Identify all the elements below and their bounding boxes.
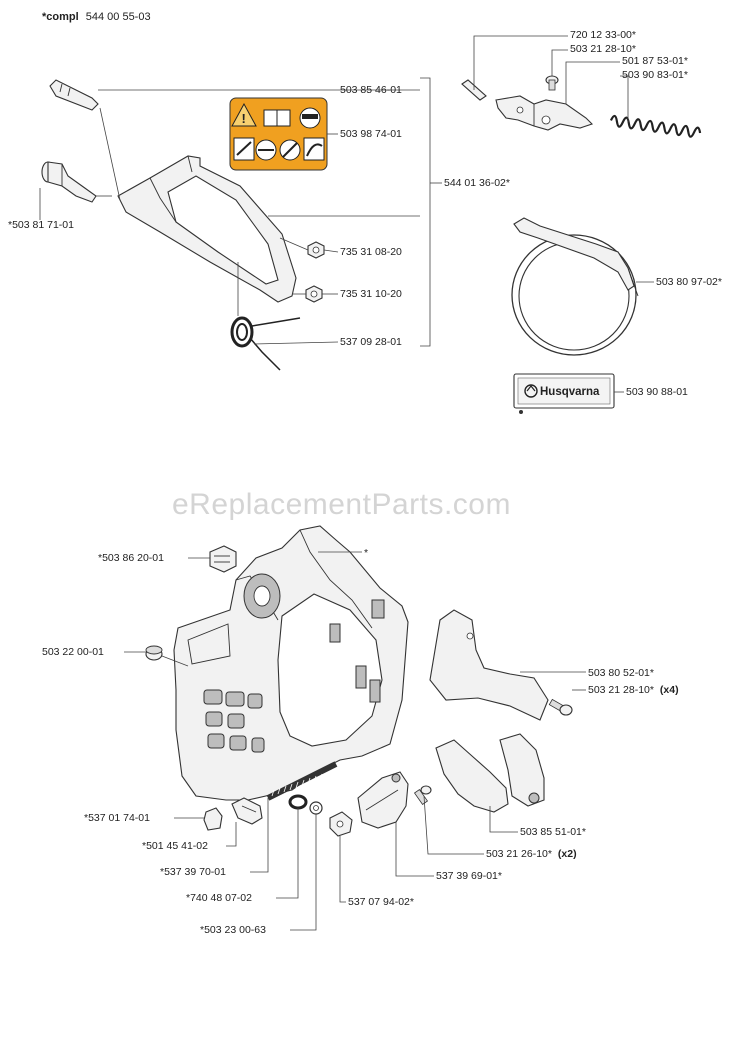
label-537-39-69-01: 537 39 69-01* xyxy=(436,870,502,882)
torsion-spring xyxy=(230,316,301,371)
label-503-86-20-01: *503 86 20-01 xyxy=(98,552,164,564)
label-503-21-28-10-b: 503 21 28-10* xyxy=(588,684,654,696)
label-503-81-71-01: *503 81 71-01 xyxy=(8,219,74,231)
tensioner-screw xyxy=(266,761,341,801)
label-503-85-46-01: 503 85 46-01 xyxy=(340,84,402,96)
bolt-x4 xyxy=(548,698,573,716)
label-qty-x2: (x2) xyxy=(558,848,577,860)
label-537-07-94-02: 537 07 94-02* xyxy=(348,896,414,908)
nut-735-31-08-20 xyxy=(307,241,325,259)
grommet-part xyxy=(145,645,163,661)
label-501-45-41-02: *501 45 41-02 xyxy=(142,840,208,852)
label-503-23-00-63: *503 23 00-63 xyxy=(200,924,266,936)
tensioner-block xyxy=(357,771,409,829)
label-503-90-83-01: 503 90 83-01* xyxy=(622,69,688,81)
chain-guard-plate xyxy=(435,733,545,813)
label-735-31-10-20: 735 31 10-20 xyxy=(340,288,402,300)
clutch-cover-housing xyxy=(173,525,409,801)
brake-link xyxy=(495,95,594,131)
warning-triangle-icon xyxy=(231,102,257,127)
clutch-cover-group: *503 86 20-01 * 503 22 00-01 503 80 52-0… xyxy=(42,525,679,936)
svg-text:*compl 544 00 55-03: *compl 544 00 55-03 xyxy=(42,11,151,23)
label-537-01-74-01: *537 01 74-01 xyxy=(84,812,150,824)
label-503-90-88-01: 503 90 88-01 xyxy=(626,386,688,398)
screw-part xyxy=(545,75,559,91)
svg-text:503 21 26-10* (x2): 503 21 26-10* (x2) xyxy=(486,848,577,860)
svg-text:!: ! xyxy=(242,111,246,126)
husqvarna-decal: Husqvarna xyxy=(513,373,615,414)
chain-brake-handle xyxy=(117,155,297,303)
label-537-09-28-01: 537 09 28-01 xyxy=(340,336,402,348)
bushing-part xyxy=(41,161,97,203)
brake-linkage-group: 720 12 33-00* 503 21 28-10* 501 87 53-01… xyxy=(461,29,722,414)
label-503-21-28-10-a: 503 21 28-10* xyxy=(570,43,636,55)
label-735-31-08-20: 735 31 08-20 xyxy=(340,246,402,258)
chain-brake-handle-group: 503 85 46-01 ! 503 98 74-01 544 01 36-02… xyxy=(8,77,510,371)
label-qty-x4: (x4) xyxy=(660,684,679,696)
label-503-80-52-01: 503 80 52-01* xyxy=(588,667,654,679)
label-537-39-70-01: *537 39 70-01 xyxy=(160,866,226,878)
label-501-87-53-01: 501 87 53-01* xyxy=(622,55,688,67)
cover-bracket xyxy=(209,545,237,573)
bracket-line xyxy=(420,77,431,347)
label-503-21-26-10: 503 21 26-10* xyxy=(486,848,552,860)
o-ring xyxy=(288,794,308,810)
watermark: eReplacementParts.com xyxy=(172,488,511,521)
coil-spring xyxy=(609,114,702,138)
brand-text: Husqvarna xyxy=(540,386,600,398)
label-star: * xyxy=(364,547,368,559)
label-544-01-36-02: 544 01 36-02* xyxy=(444,177,510,189)
title-number: 544 00 55-03 xyxy=(86,11,151,23)
label-720-12-33-00: 720 12 33-00* xyxy=(570,29,636,41)
label-740-48-07-02: *740 48 07-02 xyxy=(186,892,252,904)
washer xyxy=(309,801,323,815)
brake-band xyxy=(511,217,639,356)
husqvarna-crown-icon xyxy=(524,384,538,398)
nut-735-31-10-20 xyxy=(305,285,323,303)
screw-x2 xyxy=(413,785,432,806)
side-guard xyxy=(429,609,549,721)
title-prefix: *compl xyxy=(42,11,79,23)
kickback-icon xyxy=(303,137,325,161)
svg-text:503 21 28-10* (x4): 503 21 28-10* (x4) xyxy=(588,684,679,696)
cap-part xyxy=(203,807,223,831)
tensioner-nut xyxy=(329,811,353,837)
label-503-22-00-01: 503 22 00-01 xyxy=(42,646,104,658)
label-503-85-51-01: 503 85 51-01* xyxy=(520,826,586,838)
clip-part xyxy=(231,797,263,825)
pin-part xyxy=(49,79,99,111)
label-503-98-74-01: 503 98 74-01 xyxy=(340,128,402,140)
label-503-80-97-02: 503 80 97-02* xyxy=(656,276,722,288)
warning-decal: ! xyxy=(229,97,328,171)
